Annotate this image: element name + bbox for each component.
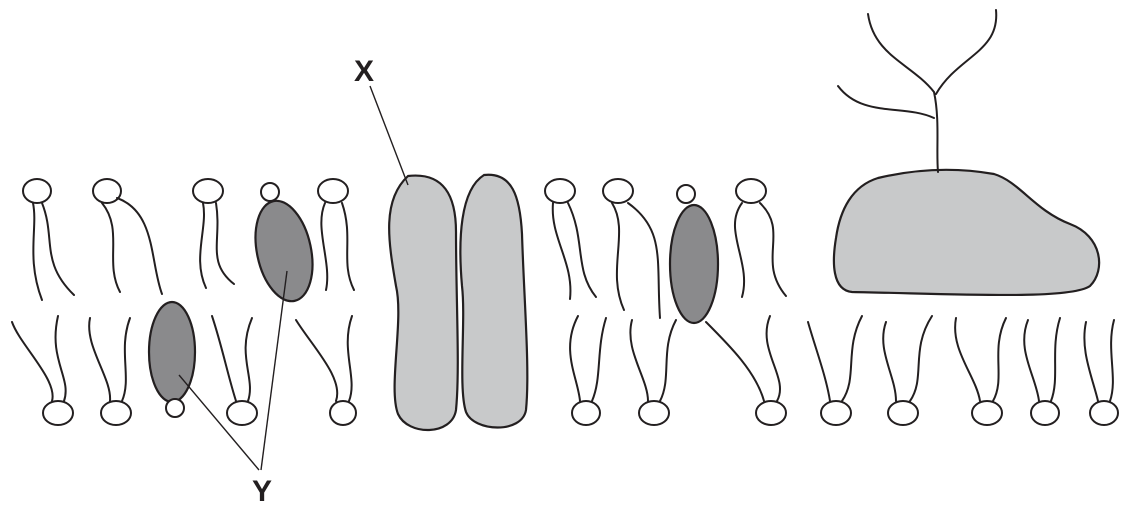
integral-protein-right-unit	[460, 175, 527, 428]
upper-phospholipid	[93, 179, 162, 294]
label-y-leader-right	[261, 271, 287, 470]
lower-phospholipid	[808, 316, 862, 425]
upper-phospholipid	[603, 179, 660, 318]
upper-phospholipid	[318, 179, 354, 290]
peripheral-protein	[834, 170, 1099, 295]
glycoprotein	[834, 10, 1099, 295]
cholesterol-upper-right	[670, 185, 718, 323]
lower-phospholipid	[212, 316, 257, 425]
cholesterol-lower	[149, 302, 195, 417]
lower-phospholipid	[955, 318, 1006, 425]
upper-phospholipid	[193, 179, 234, 288]
lower-phospholipid	[570, 316, 606, 425]
lower-phospholipid	[12, 316, 73, 425]
carbohydrate-chain	[838, 10, 996, 172]
integral-protein-left-unit	[389, 176, 458, 430]
label-x-text: X	[354, 55, 374, 88]
lower-phospholipid	[1024, 318, 1060, 425]
label-x: X	[354, 55, 408, 185]
upper-phospholipid	[23, 179, 74, 300]
lower-phospholipid	[706, 316, 786, 425]
lower-phospholipid	[296, 316, 356, 425]
upper-phospholipid	[735, 179, 786, 297]
lower-phospholipid	[89, 318, 131, 425]
lower-phospholipid	[630, 320, 676, 425]
upper-phospholipid	[545, 179, 596, 299]
lower-phospholipid	[883, 316, 932, 425]
label-y-text: Y	[252, 475, 272, 506]
lower-phospholipid	[1084, 320, 1118, 425]
integral-protein	[389, 175, 527, 430]
cholesterol-upper	[247, 183, 321, 306]
label-x-leader	[370, 86, 408, 185]
